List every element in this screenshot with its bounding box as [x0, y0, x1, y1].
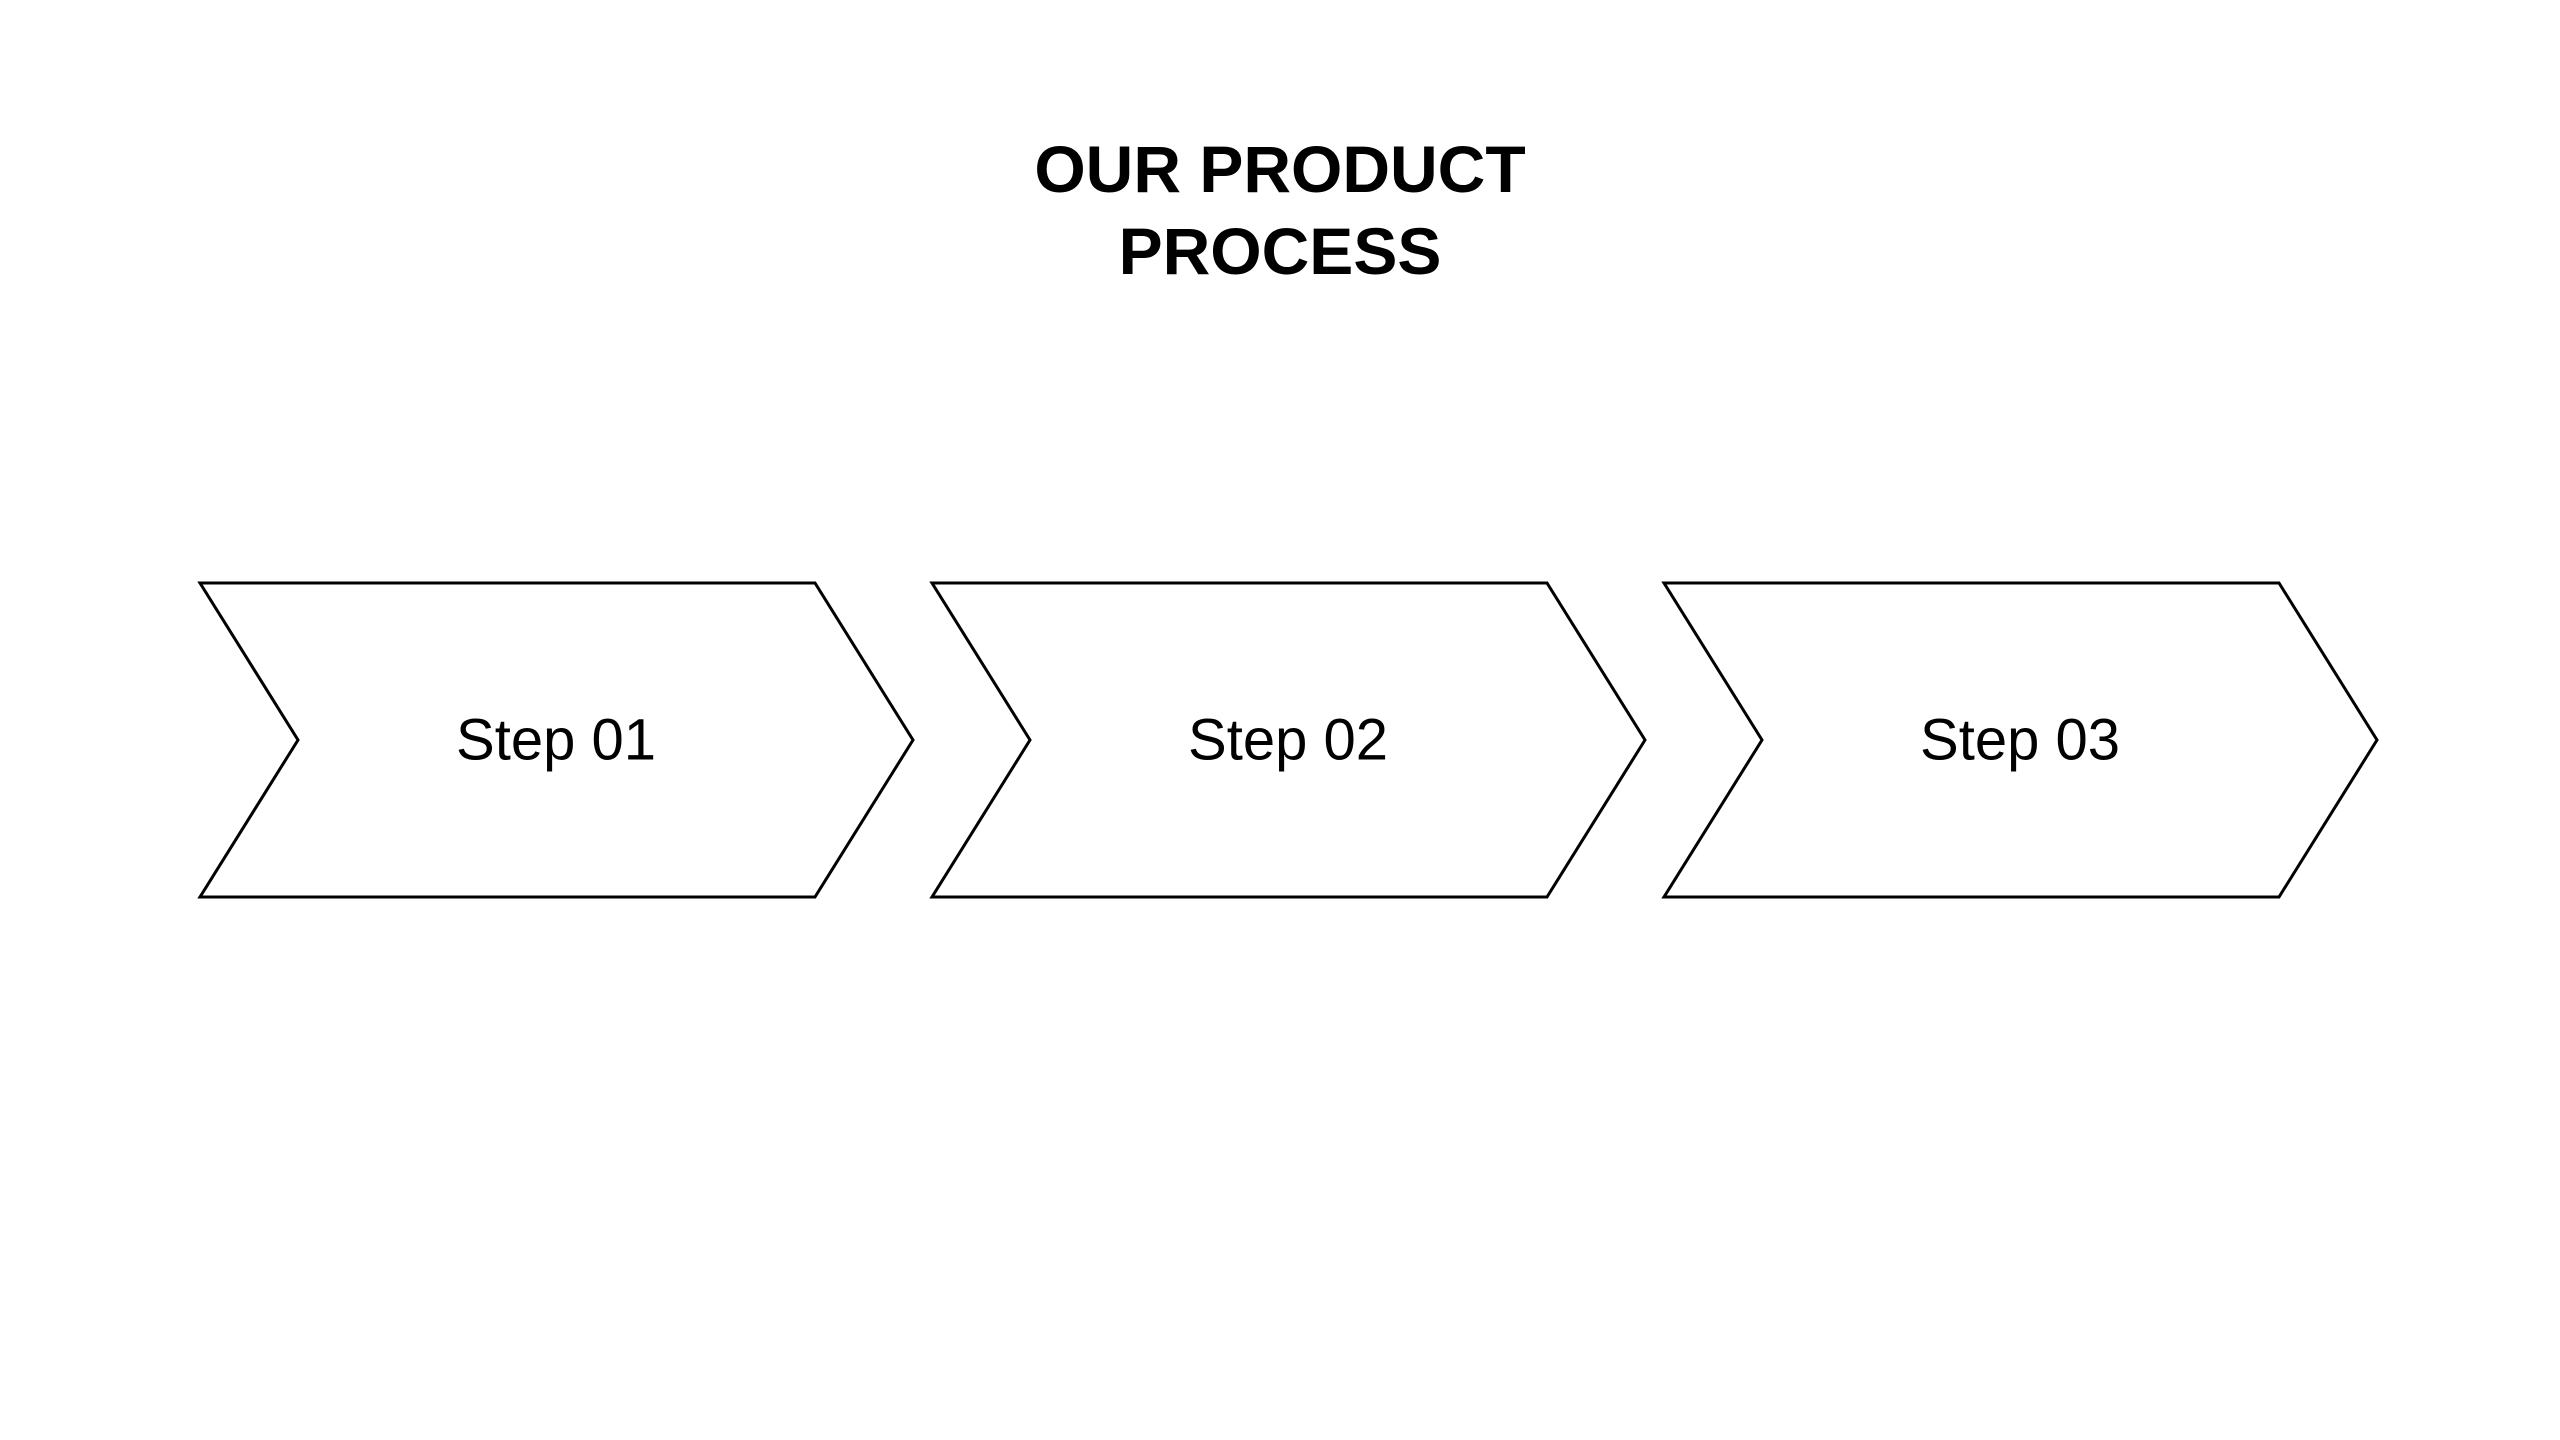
process-step-1: Step 01 — [197, 581, 915, 899]
step-1-chevron — [197, 581, 915, 899]
page-title: OUR PRODUCT PROCESS — [0, 128, 2560, 292]
process-step-2: Step 02 — [929, 581, 1647, 899]
page-title-line-2: PROCESS — [1118, 214, 1442, 288]
process-step-3: Step 03 — [1661, 581, 2379, 899]
step-2-chevron — [929, 581, 1647, 899]
step-2-label: Step 02 — [1188, 708, 1388, 773]
page-title-line-1: OUR PRODUCT — [1034, 132, 1526, 206]
step-3-chevron — [1661, 581, 2379, 899]
step-1-label: Step 01 — [456, 708, 656, 773]
step-3-label: Step 03 — [1920, 708, 2120, 773]
